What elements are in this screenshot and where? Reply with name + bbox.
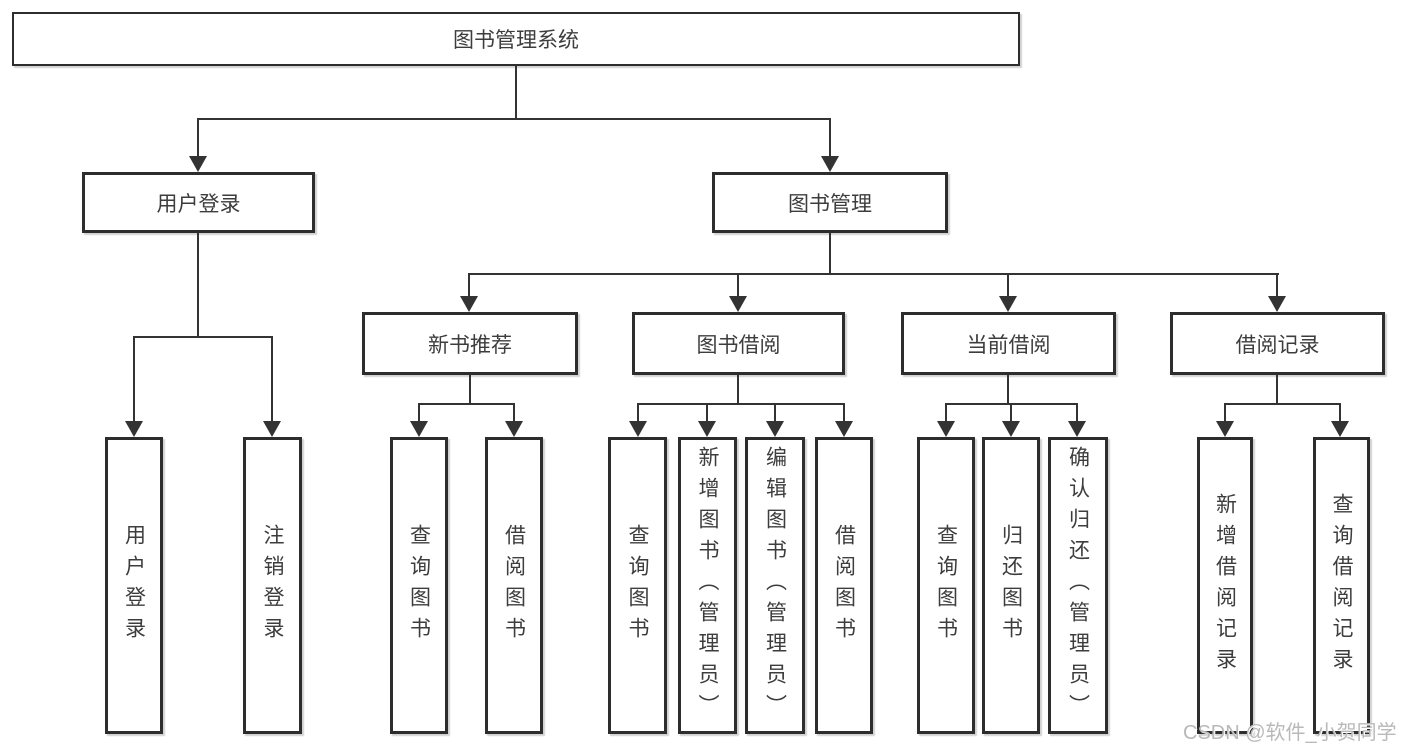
stem-line (469, 375, 471, 403)
arrowhead-icon (766, 421, 784, 437)
arrowhead-icon (1268, 296, 1286, 312)
arrowhead-icon (1331, 421, 1349, 437)
node-user-login: 用户登录 (82, 172, 315, 233)
leaf-confirm-return-admin: 确认归还（管理员） (1048, 437, 1108, 734)
node-current-borrowing-label: 当前借阅 (966, 333, 1051, 357)
arrowhead-icon (460, 296, 478, 312)
drop-line (1339, 403, 1341, 423)
arrowhead-icon (729, 296, 747, 312)
drop-line (1010, 403, 1012, 423)
leaf-confirm-return-admin-label: 确认归还（管理员） (1066, 446, 1090, 725)
leaf-user-login-label: 用户登录 (122, 523, 146, 648)
leaf-return-books: 归还图书 (982, 437, 1040, 734)
leaf-borrow-books-recommend-label: 借阅图书 (502, 523, 526, 648)
leaf-borrow-books: 借阅图书 (815, 437, 873, 734)
drop-line (637, 403, 639, 423)
drop-line (945, 403, 947, 423)
book-management-drop-line (829, 118, 831, 158)
drop-line (843, 403, 845, 423)
leaf-user-login: 用户登录 (105, 437, 163, 734)
leaf-edit-book-admin-label: 编辑图书（管理员） (763, 446, 787, 725)
node-book-borrowing: 图书借阅 (632, 312, 845, 375)
leaf-borrow-books-recommend: 借阅图书 (485, 437, 543, 734)
drop-line (1076, 403, 1078, 423)
leaf-logout: 注销登录 (243, 437, 302, 734)
leaf-query-borrow-record: 查询借阅记录 (1313, 437, 1370, 734)
node-library-system: 图书管理系统 (12, 12, 1020, 66)
drop-line (1224, 403, 1226, 423)
node-new-book-recommend: 新书推荐 (362, 312, 578, 375)
arrowhead-icon (821, 156, 839, 172)
arrowhead-icon (698, 421, 716, 437)
leaf-query-books-current: 查询图书 (917, 437, 975, 734)
node-new-book-recommend-label: 新书推荐 (428, 333, 512, 357)
arrowhead-icon (629, 421, 647, 437)
arrowhead-icon (505, 421, 523, 437)
leaf-add-book-admin-label: 新增图书（管理员） (696, 446, 719, 725)
stem-line (737, 375, 739, 403)
drop-line (418, 403, 420, 423)
drop-line (706, 403, 708, 423)
node-book-borrowing-label: 图书借阅 (696, 333, 781, 357)
stem-line (1007, 375, 1009, 403)
watermark: CSDN @软件_小贺同学 (1183, 722, 1397, 744)
node-user-login-label: 用户登录 (156, 192, 241, 216)
drop-line (774, 403, 776, 423)
leaf-add-borrow-record-label: 新增借阅记录 (1213, 492, 1237, 679)
leaf-query-books-recommend-label: 查询图书 (407, 523, 431, 648)
arrowhead-icon (937, 421, 955, 437)
leaf-query-books-borrowing-label: 查询图书 (626, 523, 649, 648)
branch-line (418, 403, 515, 405)
drop-line (133, 336, 135, 422)
leaf-add-book-admin: 新增图书（管理员） (678, 437, 737, 734)
leaf-logout-label: 注销登录 (261, 523, 284, 648)
arrowhead-icon (999, 296, 1017, 312)
leaf-borrow-books-label: 借阅图书 (832, 523, 856, 648)
root-stem-line (515, 66, 517, 118)
branch-line (637, 403, 844, 405)
book-management-stem-line (829, 233, 831, 273)
level3-branch-line (468, 273, 1279, 275)
leaf-query-books-current-label: 查询图书 (934, 523, 958, 648)
drop-line (1007, 273, 1009, 299)
node-current-borrowing: 当前借阅 (901, 312, 1116, 375)
node-book-management: 图书管理 (712, 172, 948, 233)
drop-line (737, 273, 739, 299)
node-borrowing-records-label: 借阅记录 (1235, 333, 1320, 357)
branch-line (1224, 403, 1341, 405)
arrowhead-icon (410, 421, 428, 437)
node-library-system-label: 图书管理系统 (453, 29, 579, 52)
level2-branch-line (197, 118, 831, 120)
stem-line (1276, 375, 1278, 403)
node-borrowing-records: 借阅记录 (1170, 312, 1385, 375)
drop-line (513, 403, 515, 423)
leaf-query-books-borrowing: 查询图书 (608, 437, 667, 734)
user-login-branch-line (133, 336, 273, 338)
arrowhead-icon (1216, 421, 1234, 437)
drop-line (468, 273, 470, 299)
drop-line (1276, 273, 1278, 299)
leaf-edit-book-admin: 编辑图书（管理员） (745, 437, 805, 734)
leaf-query-borrow-record-label: 查询借阅记录 (1330, 492, 1353, 679)
user-login-drop-line (197, 118, 199, 158)
arrowhead-icon (1002, 421, 1020, 437)
drop-line (271, 336, 273, 422)
node-book-management-label: 图书管理 (788, 192, 872, 216)
arrowhead-icon (189, 156, 207, 172)
arrowhead-icon (125, 421, 143, 437)
arrowhead-icon (1068, 421, 1086, 437)
leaf-add-borrow-record: 新增借阅记录 (1197, 437, 1253, 734)
leaf-return-books-label: 归还图书 (999, 523, 1023, 648)
arrowhead-icon (263, 421, 281, 437)
arrowhead-icon (835, 421, 853, 437)
user-login-stem-line (197, 233, 199, 336)
leaf-query-books-recommend: 查询图书 (390, 437, 448, 734)
